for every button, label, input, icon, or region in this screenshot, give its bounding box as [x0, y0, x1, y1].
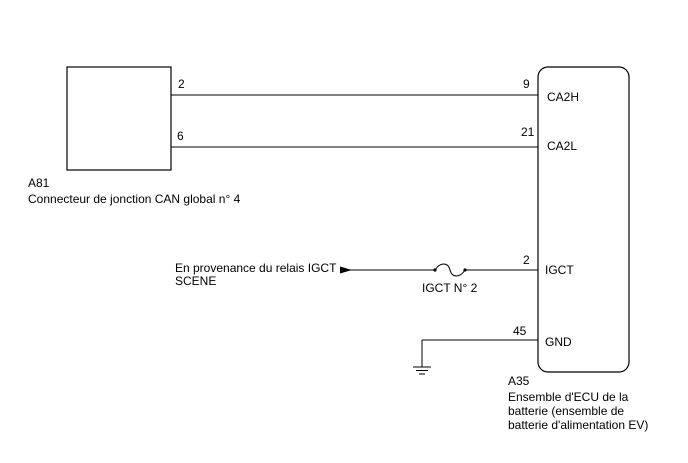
- igct-source-line-2: SCENE: [175, 274, 216, 288]
- a35-terminal-igct: IGCT: [545, 263, 574, 277]
- a35-pin-ca2h: 9: [523, 77, 530, 91]
- a35-pin-ca2l: 21: [521, 125, 535, 139]
- a35-name-line-3: batterie d'alimentation EV): [508, 418, 648, 432]
- a81-pin-ca2h: 2: [178, 77, 185, 91]
- igct-source-line-1: En provenance du relais IGCT: [175, 261, 337, 275]
- a81-name: Connecteur de jonction CAN global n° 4: [28, 192, 241, 206]
- a35-pin-gnd: 45: [513, 324, 527, 338]
- fuse-terminal-left: [433, 268, 437, 272]
- connector-a81-box: [66, 66, 172, 171]
- a35-name-line-1: Ensemble d'ECU de la: [508, 390, 629, 404]
- fuse-icon: [434, 263, 466, 277]
- ecu-a35-box: [537, 66, 630, 373]
- ground-symbol-icon: [413, 366, 431, 375]
- a81-pin-ca2l: 6: [177, 129, 184, 143]
- a35-pin-igct: 2: [523, 253, 530, 267]
- a35-name-line-2: batterie (ensemble de: [508, 404, 624, 418]
- a35-terminal-ca2h: CA2H: [547, 90, 579, 104]
- a81-code: A81: [28, 176, 50, 190]
- a35-terminal-ca2l: CA2L: [547, 139, 577, 153]
- a35-terminal-gnd: GND: [545, 335, 572, 349]
- fuse-label: IGCT N° 2: [422, 281, 478, 295]
- a35-code: A35: [508, 374, 530, 388]
